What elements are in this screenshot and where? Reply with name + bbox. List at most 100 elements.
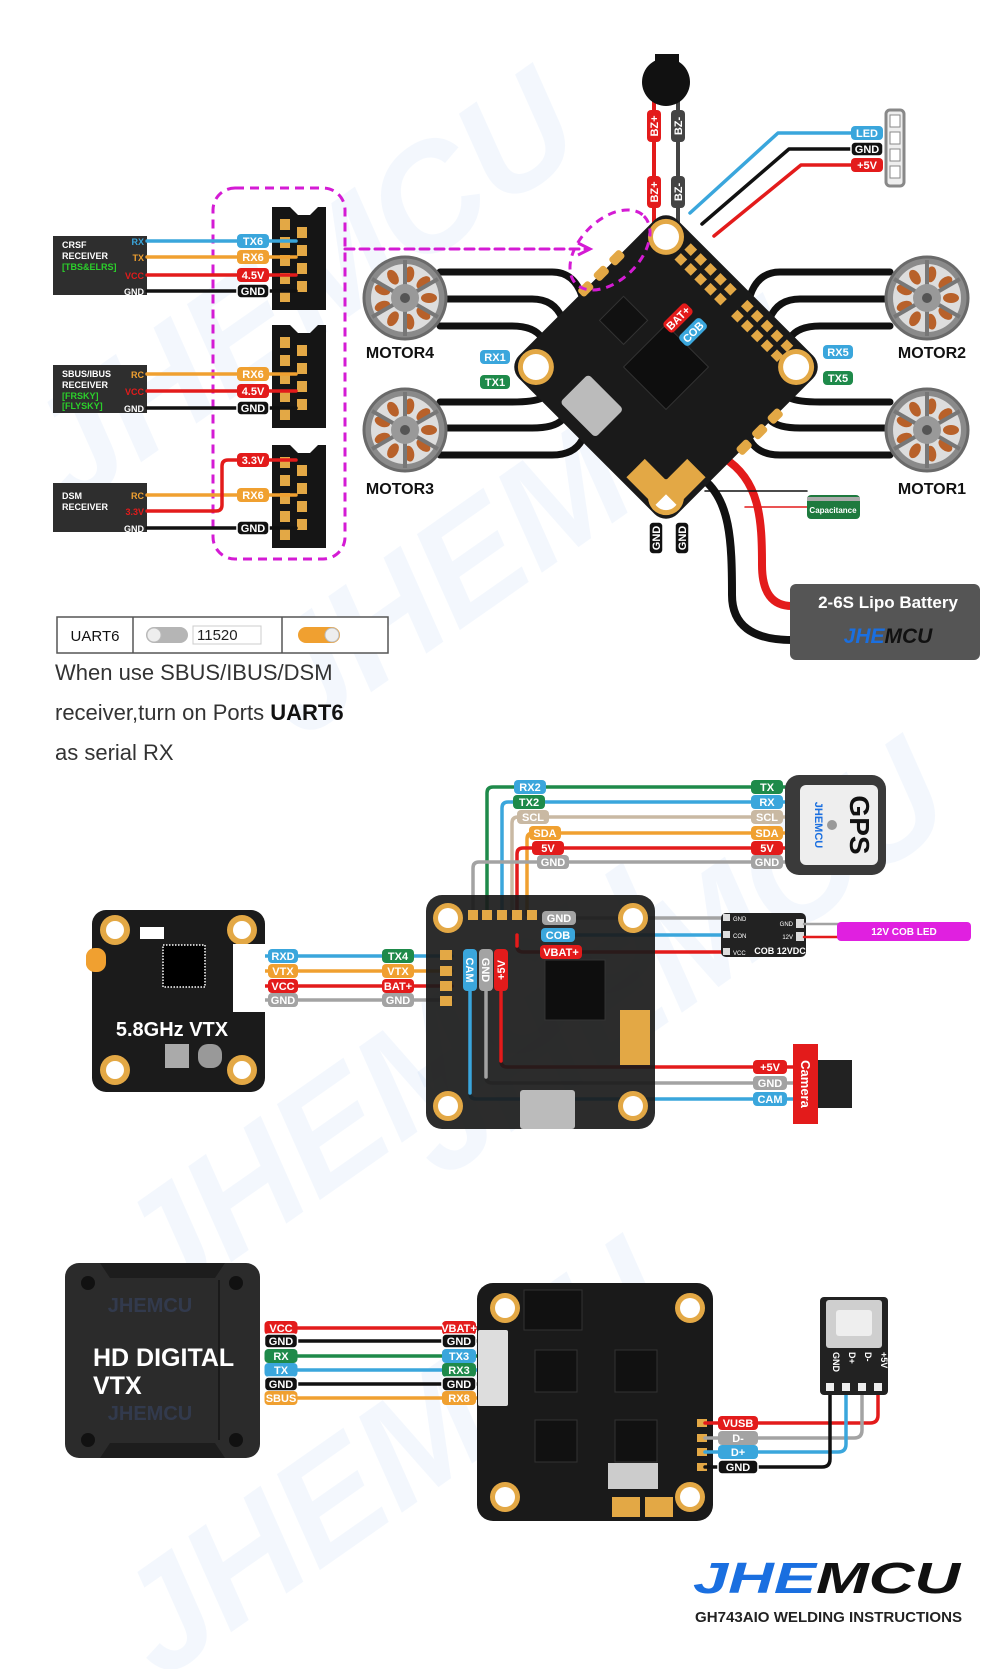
pad-label-text: 4.5V [242, 270, 265, 282]
box-watermark: JHEMCU [108, 1403, 192, 1425]
usb-pin-label: D- [863, 1352, 873, 1362]
note-emphasis: UART6 [270, 700, 343, 725]
motor-coil [909, 443, 921, 459]
ic-chip [614, 1419, 658, 1463]
pad-label-bg [237, 234, 269, 248]
camera-pin-label-text: GND [758, 1078, 783, 1090]
bat-plus-label-bg [663, 303, 693, 333]
rx5-label: RX5 [823, 345, 853, 359]
motor-coil [387, 401, 399, 417]
fc-vtx-label-bg [382, 979, 414, 993]
fc-hd-label-text: GND [447, 1379, 472, 1391]
fc-vbat-label-bg [540, 945, 582, 959]
pad-label-bg [237, 250, 269, 264]
motor-pad [736, 439, 752, 455]
cob-out-label: 12V [782, 935, 793, 941]
fc-hd-label: VBAT+ [441, 1321, 477, 1335]
fpv-camera: Camera [793, 1044, 852, 1124]
solder-pad [297, 483, 307, 494]
logo-part: MCU [885, 625, 934, 648]
solder-pad [297, 465, 307, 476]
fc-gnd-label: GND [542, 911, 576, 925]
screw-icon [229, 1276, 243, 1290]
bz-minus-label: BZ- [671, 176, 685, 208]
hd-vtx-pin-label-text: GND [269, 1379, 294, 1391]
mounting-hole [495, 1487, 515, 1507]
vtx-chip [162, 944, 206, 988]
gps-pin-label-text: GND [755, 857, 780, 869]
note-line: When use SBUS/IBUS/DSM [55, 660, 333, 685]
vtx-pin-label-text: VCC [271, 981, 294, 993]
hd-vtx-pin-label: TX [264, 1363, 298, 1377]
receiver-pin-label: TX [132, 253, 144, 263]
motor-coil [387, 443, 399, 459]
gps-pin-label-bg [751, 841, 783, 855]
solder-pad [280, 255, 290, 266]
motor-wire [746, 436, 894, 459]
gps-pin-label-bg [751, 795, 783, 809]
fc-gps-label-text: TX2 [519, 797, 539, 809]
fc-hd-label-text: RX3 [448, 1365, 469, 1377]
solder-pad [280, 475, 290, 486]
vtx-pin-label: RXD [268, 949, 298, 963]
gps-pin-label-text: SDA [755, 828, 778, 840]
uart6-note: When use SBUS/IBUS/DSM receiver,turn on P… [55, 660, 344, 765]
solder-pad [280, 391, 290, 402]
hd-vtx-title: HD DIGITAL [93, 1344, 234, 1372]
fc-hd-label-bg [442, 1391, 476, 1405]
gps-pin-label-text: RX [759, 797, 775, 809]
vtx-pad [440, 981, 452, 991]
fc-hd-label: RX3 [442, 1363, 476, 1377]
fc-vtx-label: BAT+ [382, 979, 414, 993]
note-text: receiver,turn on Ports [55, 700, 270, 725]
motor-wire [436, 394, 546, 406]
solder-pad [297, 345, 307, 356]
solder-pad [297, 519, 307, 530]
cob-label-bg [679, 318, 707, 346]
led-5v-label: +5V [851, 158, 883, 172]
fc-gps-label-bg [517, 810, 549, 824]
receiver-pin-label: VCC [125, 387, 145, 397]
solder-pad [280, 219, 290, 230]
mounting-hole [623, 1096, 643, 1116]
camera-pin-label-bg [753, 1060, 787, 1074]
hd-vtx-pin-label: VCC [264, 1321, 298, 1335]
analog-vtx: 5.8GHz VTX [86, 910, 265, 1092]
receiver-title: DSM [62, 491, 82, 501]
gnd-pad-label: GND [674, 521, 690, 555]
led-label-text: LED [856, 128, 878, 140]
pad-label-text: GND [241, 523, 266, 535]
cob-title: COB 12VDC [754, 946, 806, 956]
receiver-tag: [FLYSKY] [62, 401, 103, 411]
fc-gps-label-text: GND [541, 857, 566, 869]
fc-hd-label: GND [441, 1376, 477, 1392]
hd-vtx-pin-label-bg [264, 1349, 298, 1363]
gps-pin-label: RX [751, 795, 783, 809]
mounting-hole [653, 223, 679, 250]
baud-input[interactable] [192, 625, 262, 645]
buzzer [642, 54, 690, 106]
shunt-resistor [608, 1463, 658, 1489]
camera-title: Camera [798, 1060, 813, 1108]
motor-wire [436, 436, 586, 459]
pad-label-bg [237, 384, 269, 398]
fc-gnd-label-bg [542, 911, 576, 925]
gnd-pad-label: GND [648, 521, 664, 555]
gps-wire [485, 785, 787, 917]
cob-out-label: GND [780, 922, 794, 928]
bz-minus-label-text: BZ- [673, 183, 685, 202]
fc-hd-label-text: RX8 [448, 1393, 469, 1405]
tx1-label-text: TX1 [485, 377, 505, 389]
hd-vtx-title: VTX [93, 1372, 142, 1400]
toggle-msp[interactable] [146, 627, 188, 643]
fc-hd-label: TX3 [442, 1349, 476, 1363]
hd-vtx-pin-label: GND [263, 1333, 299, 1349]
motor-wire [746, 268, 894, 300]
motor-wire [436, 322, 546, 342]
mounting-hole [522, 354, 549, 380]
receiver-title: RECEIVER [62, 251, 109, 261]
toggle-serial-rx[interactable] [298, 627, 340, 643]
bz-minus-label-text: BZ- [673, 117, 685, 136]
